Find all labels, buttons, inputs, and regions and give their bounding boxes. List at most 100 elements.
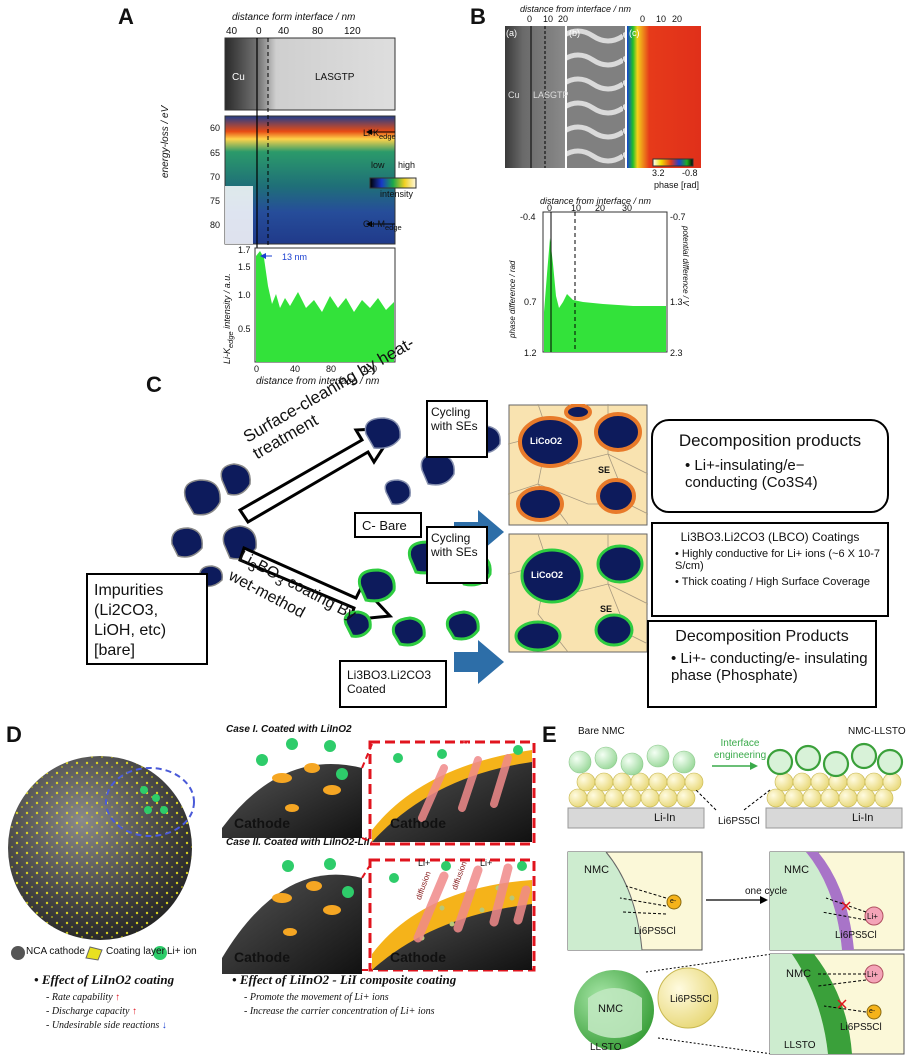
- panel-a-top-axis-title: distance form interface / nm: [232, 12, 356, 23]
- effect2-item-2: - Increase the carrier concentration of …: [244, 1006, 435, 1017]
- li-in-right: [765, 807, 903, 829]
- nmc-label-3: NMC: [786, 968, 812, 980]
- e-minus-mid: e-: [670, 898, 677, 905]
- cycling-box-bottom: Cycling with SEs: [426, 526, 488, 584]
- effect2-title: • Effect of LiInO2 - LiI composite coati…: [232, 972, 457, 987]
- effect-2: • Effect of LiInO2 - LiI composite coati…: [232, 972, 532, 1017]
- li-edge-label: Li-Kedge: [363, 128, 396, 141]
- y-tick-1-5: 1.5: [238, 262, 251, 272]
- decomp2-title: Decomposition Products: [675, 628, 849, 645]
- particle-bare-4: [384, 479, 411, 506]
- x-tick-120: 120: [362, 364, 378, 374]
- scale-label: phase [rad]: [654, 180, 700, 190]
- cathode-label-2: Cathode: [390, 815, 446, 831]
- panel-b-top-tick-c0: 0: [640, 14, 646, 24]
- li6ps5cl-label-mid-right: Li6PS5Cl: [835, 930, 877, 941]
- nmc-llsto-label: NMC-LLSTO: [848, 726, 906, 737]
- cycling-box-top: Cycling with SEs: [426, 400, 488, 458]
- particle-coated-5: [391, 616, 426, 647]
- se-bottom: SE: [600, 604, 613, 614]
- y-tick-1-0: 1.0: [238, 290, 251, 300]
- interface-eng-label: Interface engineering: [713, 738, 767, 761]
- cathode-label-1: Cathode: [234, 815, 290, 831]
- panel-b-top-tick-c10: 10: [656, 14, 667, 24]
- panel-b-top-tick-c20: 20: [672, 14, 683, 24]
- hologram-a: [505, 26, 565, 168]
- panel-a-top-tick-5: 120: [344, 26, 361, 37]
- llsto-label-bottom: LLSTO: [784, 1040, 816, 1051]
- li6ps5cl-label-mid-left: Li6PS5Cl: [634, 926, 676, 937]
- particle-raw-3: [171, 527, 203, 558]
- panel-a-figure: [224, 37, 417, 363]
- case-2-label: Case II. Coated with LiInO2-LiI: [226, 837, 370, 848]
- llsto-sphere-label: LLSTO: [590, 1042, 622, 1053]
- se-top: SE: [598, 465, 611, 475]
- li6ps5cl-label-top: Li6PS5Cl: [718, 816, 760, 827]
- panel-e-label: E: [542, 722, 557, 747]
- sub-a: (a): [506, 28, 517, 38]
- energy-tick-60: 60: [210, 123, 221, 133]
- energy-tick-75: 75: [210, 196, 221, 206]
- li-in-left-label: Li-In: [654, 812, 676, 824]
- effect1-item-3: - Undesirable side reactions ↓: [46, 1020, 167, 1031]
- cu-label: Cu: [232, 72, 245, 83]
- li6ps5cl-label-bottom: Li6PS5Cl: [840, 1022, 882, 1033]
- effect1-item-2: - Discharge capacity ↑: [46, 1006, 137, 1017]
- panel-a-top-tick-1: 40: [226, 26, 238, 37]
- case-1-label: Case I. Coated with LiInO2: [226, 724, 352, 735]
- legend-li: Li+ ion: [167, 946, 197, 957]
- li-label-3: Li+: [418, 858, 431, 868]
- effect1-item-1: - Rate capability ↑: [46, 992, 121, 1003]
- phase-left-label: phase difference / rad: [508, 260, 517, 338]
- decomposition-box-2: Decomposition Products • Li+- conducting…: [647, 620, 877, 708]
- li-label-1: Li+: [412, 744, 425, 754]
- li-intensity-area: [256, 251, 394, 362]
- panel-e-figure: [567, 742, 905, 1055]
- lbco-bullet-2: • Thick coating / High Surface Coverage: [675, 576, 871, 588]
- panel-a-top-tick-2: 0: [256, 26, 262, 37]
- particle-coated-4: [343, 610, 372, 638]
- intensity-colorbar: [369, 177, 417, 189]
- bare-nmc-label: Bare NMC: [578, 726, 625, 737]
- effect-1: • Effect of LiInO2 coating - Rate capabi…: [34, 972, 234, 1031]
- b-right-tick-2: 1.3: [670, 297, 683, 307]
- d-legend-icons: [11, 946, 167, 961]
- panel-d-label: D: [6, 722, 22, 747]
- li-in-right-label: Li-In: [852, 812, 874, 824]
- phase-map-c: [627, 26, 701, 168]
- nmc-label-1: NMC: [584, 864, 610, 876]
- phase-colorbar: [652, 158, 694, 167]
- microstructures: [508, 404, 648, 653]
- b-x-tick-30: 30: [622, 203, 633, 213]
- impurities-box: Impurities (Li2CO3, LiOH, etc) [bare]: [86, 573, 208, 665]
- panel-b-top-axis-title: distance from interface / nm: [520, 4, 632, 14]
- down-arrow-icon: ↓: [161, 1020, 167, 1031]
- eels-heatmap: [224, 115, 396, 245]
- li6ps5cl-sphere-label: Li6PS5Cl: [670, 994, 712, 1005]
- panel-b-top-tick-10: 10: [543, 14, 554, 24]
- li-plus-mid: Li+: [867, 912, 878, 921]
- panel-b-top-tick-0: 0: [527, 14, 533, 24]
- phase-area: [544, 238, 666, 352]
- panel-a-top-tick-3: 40: [278, 26, 290, 37]
- scale-right: -0.8: [682, 168, 698, 178]
- b-x-tick-20: 20: [595, 203, 606, 213]
- y-tick-0-5: 0.5: [238, 324, 251, 334]
- lbco-title: Li3BO3.Li2CO3 (LBCO) Coatings: [680, 530, 860, 544]
- cathode-label-3: Cathode: [234, 949, 290, 965]
- tem-image: [224, 37, 396, 111]
- up-arrow-icon: ↑: [115, 992, 121, 1003]
- sub-b: (b): [569, 28, 580, 38]
- hologram-b: [567, 26, 625, 168]
- effect2-item-1: - Promote the movement of Li+ ions: [244, 992, 389, 1003]
- blue-arrow-bottom: [454, 640, 504, 684]
- scale-left: 3.2: [652, 168, 665, 178]
- cu-edge-label: Cu-Medge: [363, 219, 402, 232]
- energy-tick-70: 70: [210, 172, 221, 182]
- li-plus-bottom: Li+: [867, 970, 878, 979]
- panel-b-cu-label: Cu: [508, 90, 520, 100]
- particle-raw-2: [220, 463, 251, 496]
- b-right-tick-3: 2.3: [670, 348, 683, 358]
- lbco-box: Li3BO3.Li2CO3 (LBCO) Coatings • Highly c…: [651, 522, 889, 617]
- li-in-left: [567, 807, 705, 829]
